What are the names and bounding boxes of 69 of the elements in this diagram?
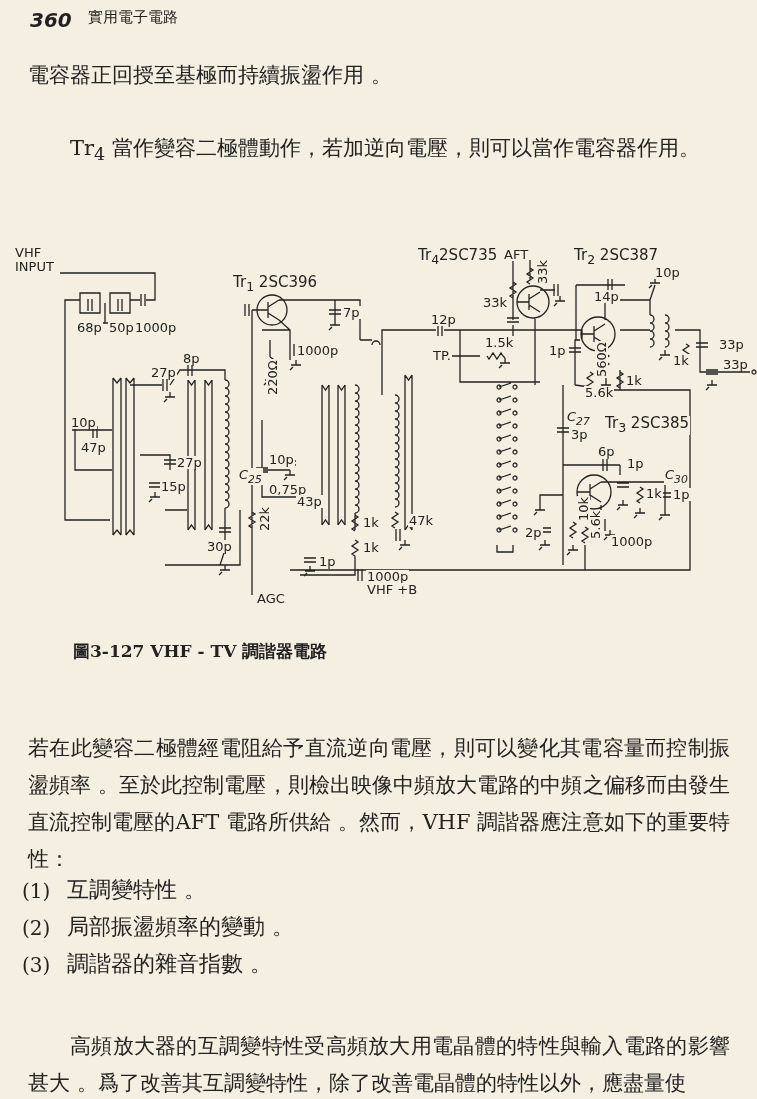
list-item-text: 互調變特性 。 [67,879,206,901]
value-label: 7p [342,306,361,319]
figure-caption: 圖3-127 VHF - TV 調諧器電路 [73,643,328,660]
page-number: 360 [30,8,72,32]
value-label: 1000p [134,321,178,334]
value-label: 1p [318,555,337,568]
value-label: 0,75p [268,483,308,496]
running-head: 實用電子電路 [88,10,178,25]
value-label: 220Ω [266,359,279,396]
value-label: 1k [362,541,380,554]
list-item-text: 局部振盪頻率的變動 。 [67,916,294,938]
value-label: 1000p [366,570,410,583]
value-label: 10k [577,495,590,522]
value-label: 2p [524,526,543,539]
value-label: 1k [625,374,643,387]
value-label: 47p [80,441,107,454]
value-label: 1k [672,354,690,367]
value-label: 43p [296,495,323,508]
value-label: 27p [150,366,177,379]
value-label: 8p [182,352,201,365]
value-label: 1k [645,487,663,500]
value-label: 15p [160,480,187,493]
value-label: 30p [206,540,233,553]
value-label: 10p [70,416,97,429]
value-label: 68p [76,321,103,334]
value-label: 3p [570,428,589,441]
transistor-label: Tr$_{2}$ 2SC387 [573,248,659,267]
list-number: (3) [22,955,51,975]
value-label: 560Ω [595,341,608,378]
value-label: 1000p [610,535,654,548]
value-label: 22k [258,505,271,532]
terminal-label: TP. [432,349,452,362]
value-label: 27p [176,456,203,469]
value-label: 1p [548,344,567,357]
body-paragraph: 電容器正回授至基極而持續振盪作用 。 [28,62,392,89]
terminal-label: AFT [503,248,530,261]
value-label: 47k [408,514,435,527]
value-label: 6p [597,445,616,458]
value-label: 50p [108,321,135,334]
value-label: 1p [672,488,691,501]
value-label: 14p [593,290,620,303]
value-label: 10p [268,453,295,466]
body-paragraph: 高頻放大器的互調變特性受高頻放大用電晶體的特性與輸入電路的影響甚大 。爲了改善其互調變特性，除了改善電晶體的特性以外，應盡量使 [28,1033,730,1097]
value-label: 1000p [296,344,340,357]
terminal-label: VHF INPUT [14,246,60,274]
value-label: 5.6k [589,509,602,540]
list-item-text: 調諧器的雜音指數 。 [67,953,272,975]
value-label: 5.6k [584,386,615,399]
value-label: 12p [430,313,457,326]
transistor-label: Tr$_{1}$ 2SC396 [232,275,318,294]
body-paragraph: Tr$_{4}$ 當作變容二極體動作，若加逆向電壓，則可以當作電容器作用。 [70,135,700,167]
value-label: 33k [482,296,509,309]
value-label: C$_{27}$ [566,410,591,428]
value-label: 33k [536,258,549,285]
list-number: (1) [22,881,51,901]
value-label: 33p [722,358,749,371]
value-label: 33p [718,338,745,351]
value-label: C$_{25}$ [238,468,263,486]
terminal-label: AGC [256,592,286,605]
body-paragraph: 若在此變容二極體經電阻給予直流逆向電壓，則可以變化其電容量而控制振盪頻率 。至於此控制電壓，則檢出映像中頻放大電路的中頻之偏移而由發生直流控制電壓的AFT 電路所供給 。然而，VHF 調諧器應注意如下的重要特性： [28,735,730,873]
transistor-label: Tr$_{4}$2SC735 [417,248,499,267]
terminal-label: VHF +B [366,583,419,596]
value-label: 1k [362,516,380,529]
transistor-label: Tr$_{3}$ 2SC385 [604,416,690,435]
value-label: 10p [654,266,681,279]
value-label: C$_{30}$ [664,468,689,486]
value-label: 1.5k [484,336,515,349]
list-number: (2) [22,918,51,938]
value-label: 1p [626,457,645,470]
